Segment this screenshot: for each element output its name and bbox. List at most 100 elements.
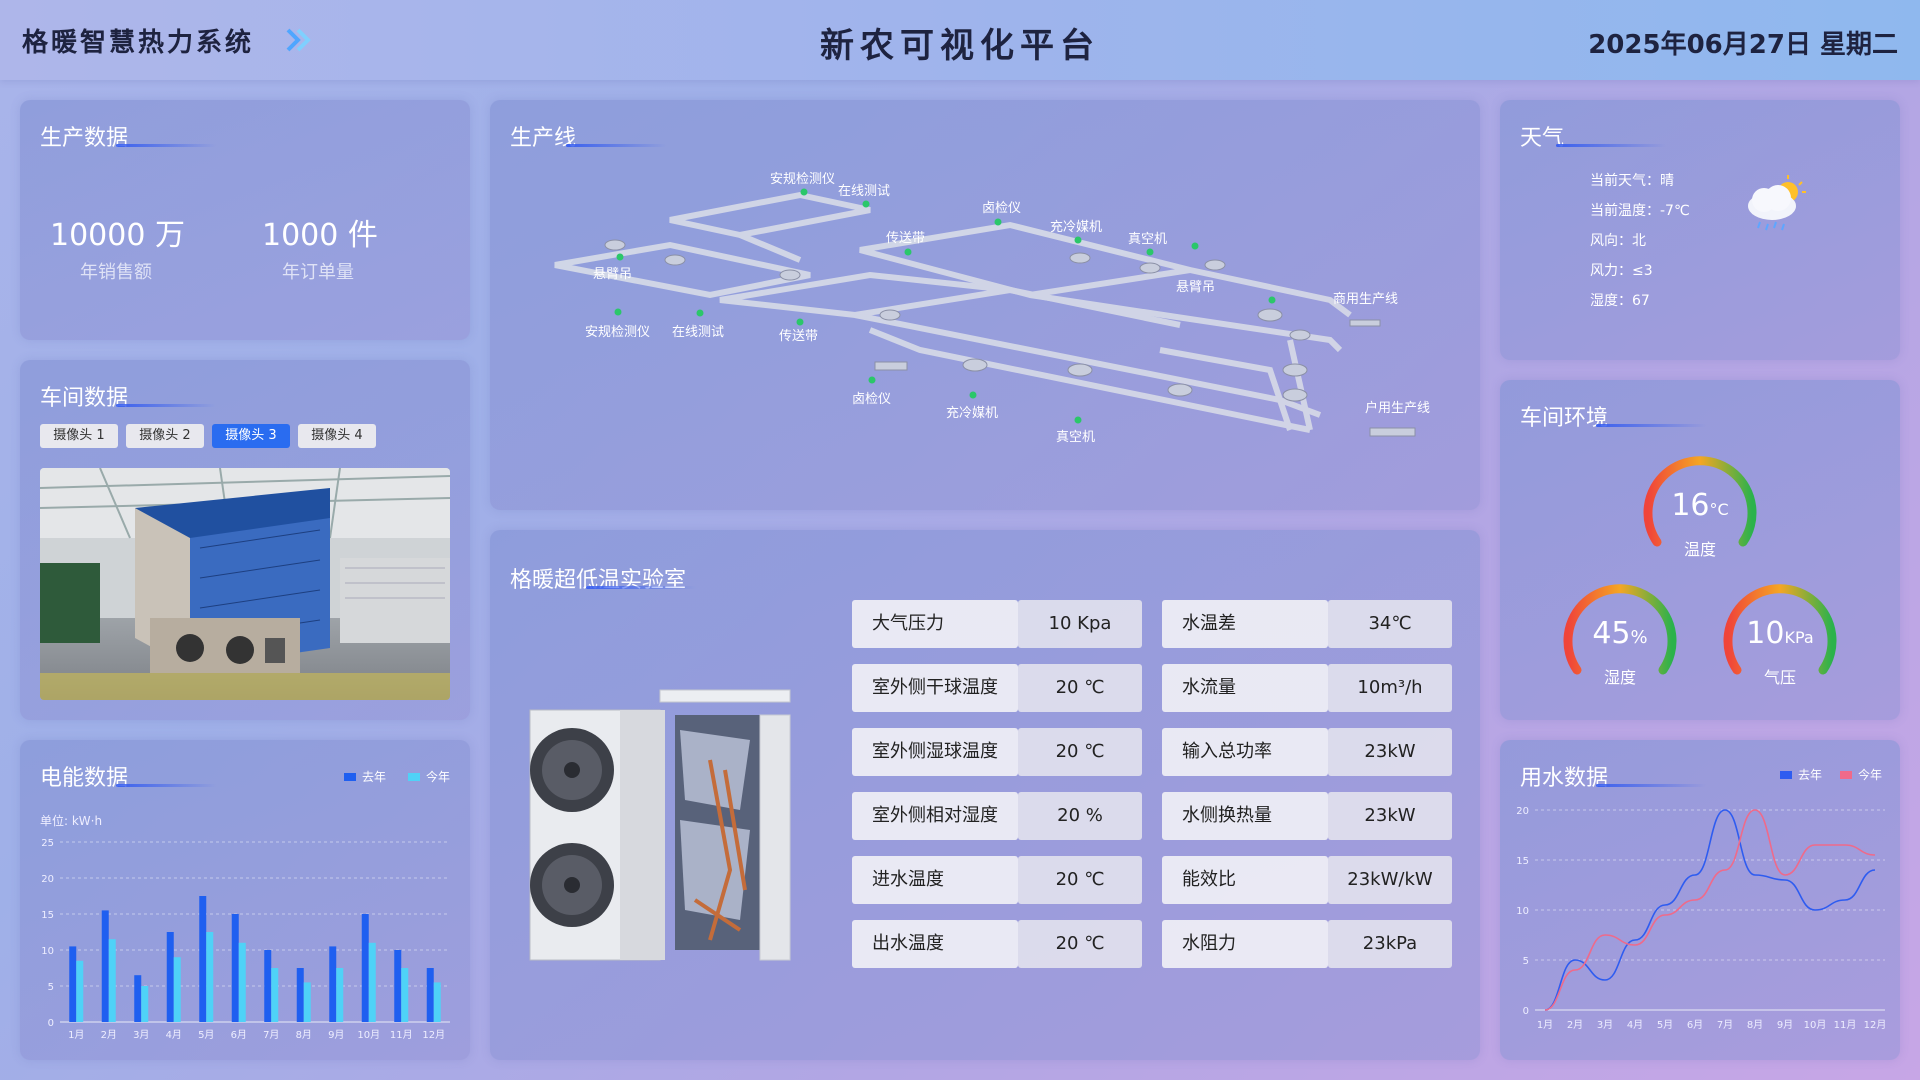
x-tick-label: 11月 [390, 1029, 413, 1041]
panel-title: 车间数据 [40, 386, 129, 411]
gauges [1563, 456, 1837, 675]
legend-this-year: 今年 [408, 768, 450, 785]
bar-last-year [394, 950, 402, 1022]
panel-title: 格暖超低温实验室 [510, 568, 687, 593]
weather-panel: 天气 当前天气：晴 当前温度：-7℃ 风向：北 风力：≤3 湿度：67 [1500, 100, 1900, 360]
x-tick-label: 1月 [68, 1029, 84, 1041]
annual-sales-label: 年销售额 [80, 262, 152, 283]
lab-key-wet-bulb: 室外侧湿球温度 [852, 728, 1018, 776]
series-line-this-year [1544, 809, 1876, 1011]
lab-value-outlet-temp: 20 ℃ [1018, 920, 1142, 968]
x-tick-label: 2月 [1567, 1019, 1583, 1031]
label-conveyor-upper: 传送带 [886, 231, 925, 246]
lab-value-water-resistance: 23kPa [1328, 920, 1452, 968]
bar-last-year [231, 914, 239, 1022]
cloud-rain-sun-icon [1748, 175, 1806, 231]
pressure-gauge-label: 气压 [1763, 668, 1796, 687]
bar-last-year [426, 968, 434, 1022]
lab-key-dry-bulb: 室外侧干球温度 [852, 664, 1018, 712]
x-tick-label: 8月 [296, 1029, 312, 1041]
y-tick-label: 15 [1516, 856, 1529, 867]
lab-key-humidity: 室外侧相对湿度 [852, 792, 1018, 840]
bar-last-year [134, 975, 142, 1022]
double-chevron-right-icon [286, 28, 311, 52]
x-tick-label: 4月 [1627, 1019, 1643, 1031]
panel-title: 天气 [1520, 126, 1565, 151]
legend-last-year: 去年 [344, 768, 386, 785]
label-conveyor-lower: 传送带 [779, 329, 818, 344]
tab-camera-3[interactable]: 摄像头 3 [212, 424, 290, 448]
y-tick-label: 20 [41, 874, 54, 885]
x-tick-label: 8月 [1747, 1019, 1763, 1031]
bar-this-year [271, 968, 279, 1022]
panel-title: 车间环境 [1520, 406, 1609, 431]
tab-camera-2[interactable]: 摄像头 2 [126, 424, 204, 448]
x-tick-label: 3月 [1597, 1019, 1613, 1031]
bar-this-year [238, 942, 246, 1022]
bar-last-year [101, 910, 109, 1022]
x-tick-label: 7月 [263, 1029, 279, 1041]
label-vacuum-machine-lower: 真空机 [1056, 430, 1095, 445]
y-tick-label: 0 [48, 1018, 54, 1029]
lab-key-cop: 能效比 [1162, 856, 1328, 904]
legend-label: 今年 [1858, 768, 1883, 782]
legend-label: 今年 [426, 770, 451, 784]
x-tick-label: 7月 [1717, 1019, 1733, 1031]
lab-value-cop: 23kW/kW [1328, 856, 1452, 904]
humidity-gauge-label: 湿度 [1603, 668, 1636, 687]
bar-this-year [303, 982, 311, 1022]
weather-temperature: 当前温度：-7℃ [1590, 203, 1690, 219]
workshop-data-panel: 车间数据 摄像头 1 摄像头 2 摄像头 3 摄像头 4 [20, 360, 470, 720]
panel-title: 生产线 [510, 126, 577, 151]
production-data-panel: 生产数据 10000 万 年销售额 1000 件 年订单量 [20, 100, 470, 340]
bar-last-year [264, 950, 272, 1022]
y-tick-label: 10 [41, 946, 54, 957]
x-tick-label: 5月 [198, 1029, 214, 1041]
bar-last-year [199, 896, 207, 1022]
label-safety-tester-upper: 安规检测仪 [770, 172, 835, 187]
bar-this-year [206, 932, 214, 1022]
y-tick-label: 5 [48, 982, 54, 993]
label-halogen-detector-upper: 卤检仪 [982, 200, 1021, 216]
bar-this-year [76, 960, 84, 1022]
lab-value-water-temp-diff: 34℃ [1328, 600, 1452, 648]
x-tick-label: 2月 [101, 1029, 117, 1041]
x-tick-label: 9月 [328, 1029, 344, 1041]
title-underline [1596, 784, 1706, 787]
legend-swatch [1780, 770, 1792, 779]
tab-camera-1[interactable]: 摄像头 1 [40, 424, 118, 448]
lab-key-heat-exchange: 水侧换热量 [1162, 792, 1328, 840]
bar-last-year [361, 914, 369, 1022]
title-underline [116, 404, 216, 407]
x-tick-label: 5月 [1657, 1019, 1673, 1031]
humidity-gauge-arc [1563, 584, 1677, 675]
lab-key-input-power: 输入总功率 [1162, 728, 1328, 776]
annual-orders-value: 1000 件 [262, 218, 378, 253]
bar-last-year [296, 968, 304, 1022]
label-household-line: 户用生产线 [1365, 400, 1430, 416]
lab-key-water-temp-diff: 水温差 [1162, 600, 1328, 648]
legend-swatch [344, 772, 356, 781]
title-underline [116, 144, 216, 147]
date-display: 2025年06月27日 星期二 [1588, 30, 1898, 60]
bar-this-year [368, 942, 376, 1022]
tab-camera-4[interactable]: 摄像头 4 [298, 424, 376, 448]
bar-this-year [401, 968, 409, 1022]
legend-label: 去年 [1798, 768, 1823, 782]
pressure-gauge-value: 10KPa [1746, 616, 1814, 651]
title-underline [1596, 424, 1706, 427]
series-line-last-year [1544, 809, 1876, 1011]
legend-swatch [408, 772, 420, 781]
weather-condition: 当前天气：晴 [1590, 173, 1674, 189]
lab-key-pressure: 大气压力 [852, 600, 1018, 648]
annual-orders-label: 年订单量 [282, 262, 354, 283]
x-tick-label: 10月 [1804, 1019, 1827, 1031]
x-tick-label: 3月 [133, 1029, 149, 1041]
title-underline [1556, 144, 1666, 147]
lab-key-outlet-temp: 出水温度 [852, 920, 1018, 968]
panel-title: 用水数据 [1520, 766, 1609, 791]
lab-value-dry-bulb: 20 ℃ [1018, 664, 1142, 712]
temperature-gauge-label: 温度 [1683, 540, 1716, 559]
lab-value-humidity: 20 % [1018, 792, 1142, 840]
